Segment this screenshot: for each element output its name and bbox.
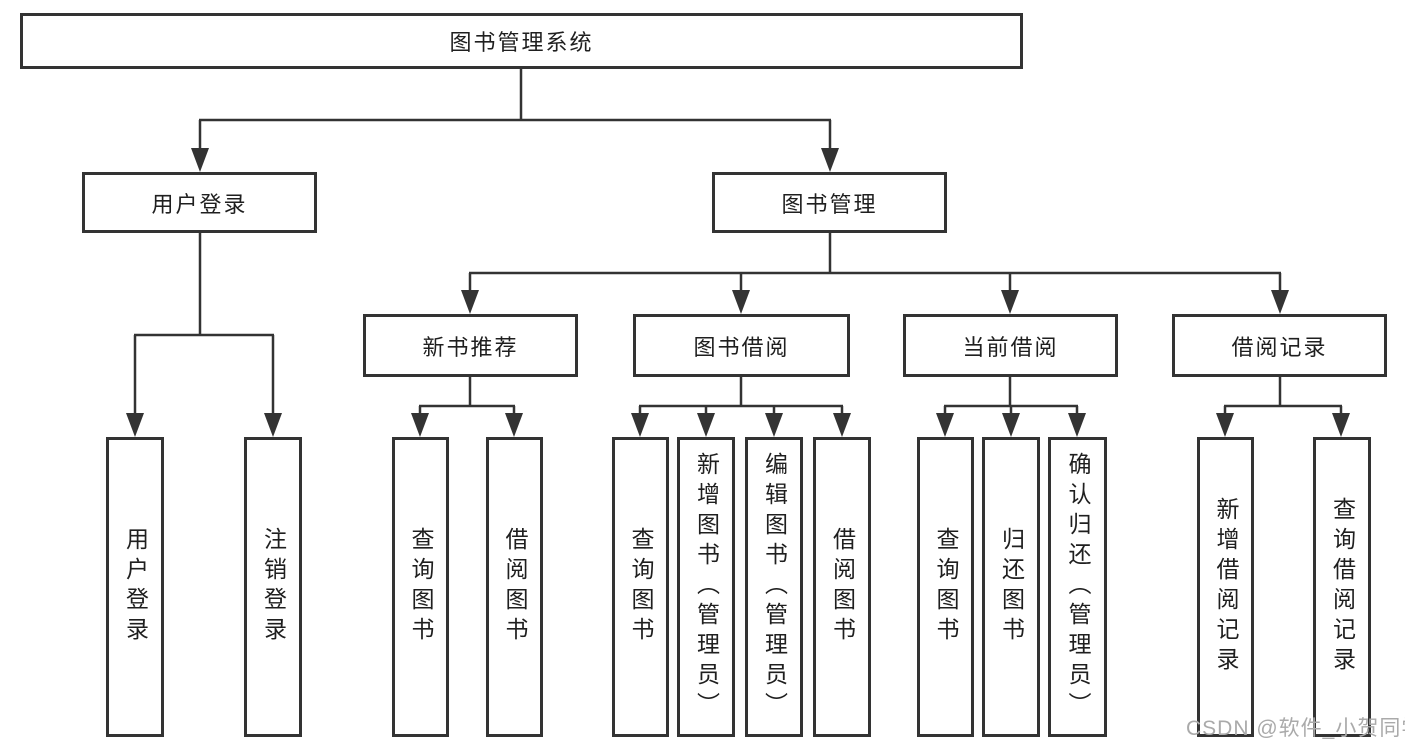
node-label: 编辑图书（管理员） [761, 452, 788, 722]
node-user-login-action: 用户登录 [106, 437, 164, 737]
node-library-management-system: 图书管理系统 [20, 13, 1023, 69]
node-borrow-books-borrow: 借阅图书 [813, 437, 871, 737]
node-label: 注销登录 [260, 527, 287, 647]
node-label: 用户登录 [122, 527, 149, 647]
node-user-login: 用户登录 [82, 172, 317, 233]
node-current-borrowing: 当前借阅 [903, 314, 1118, 377]
node-label: 新增图书（管理员） [693, 452, 720, 722]
node-add-books-admin: 新增图书（管理员） [677, 437, 735, 737]
watermark: CSDN @软件_小贺同学 [1186, 717, 1405, 740]
node-new-book-recommendation: 新书推荐 [363, 314, 578, 377]
node-add-borrow-record: 新增借阅记录 [1197, 437, 1254, 737]
node-label: 查询图书 [408, 527, 434, 647]
node-label: 查询借阅记录 [1329, 497, 1356, 677]
node-label: 归还图书 [998, 527, 1025, 647]
node-logout-action: 注销登录 [244, 437, 302, 737]
node-label: 图书借阅 [693, 334, 790, 360]
node-query-books-recommend: 查询图书 [392, 437, 449, 737]
node-label: 用户登录 [151, 191, 248, 217]
node-query-books-borrow: 查询图书 [612, 437, 669, 737]
node-book-management: 图书管理 [712, 172, 947, 233]
node-label: 确认归还（管理员） [1065, 452, 1091, 722]
node-confirm-return-admin: 确认归还（管理员） [1048, 437, 1107, 737]
node-label: 借阅记录 [1231, 334, 1328, 360]
node-label: 当前借阅 [962, 334, 1059, 360]
node-query-books-current: 查询图书 [917, 437, 974, 737]
node-book-borrowing: 图书借阅 [633, 314, 850, 377]
node-borrow-books-recommend: 借阅图书 [486, 437, 543, 737]
node-borrowing-records: 借阅记录 [1172, 314, 1387, 377]
node-label: 查询图书 [933, 527, 959, 647]
node-label: 借阅图书 [829, 527, 856, 647]
node-query-borrow-record: 查询借阅记录 [1313, 437, 1371, 737]
node-label: 图书管理系统 [449, 30, 594, 55]
node-label: 查询图书 [628, 527, 654, 647]
node-label: 图书管理 [781, 191, 878, 217]
node-label: 新增借阅记录 [1213, 497, 1239, 677]
node-label: 新书推荐 [422, 334, 519, 360]
node-return-books: 归还图书 [982, 437, 1040, 737]
node-label: 借阅图书 [502, 527, 528, 647]
node-edit-books-admin: 编辑图书（管理员） [745, 437, 803, 737]
